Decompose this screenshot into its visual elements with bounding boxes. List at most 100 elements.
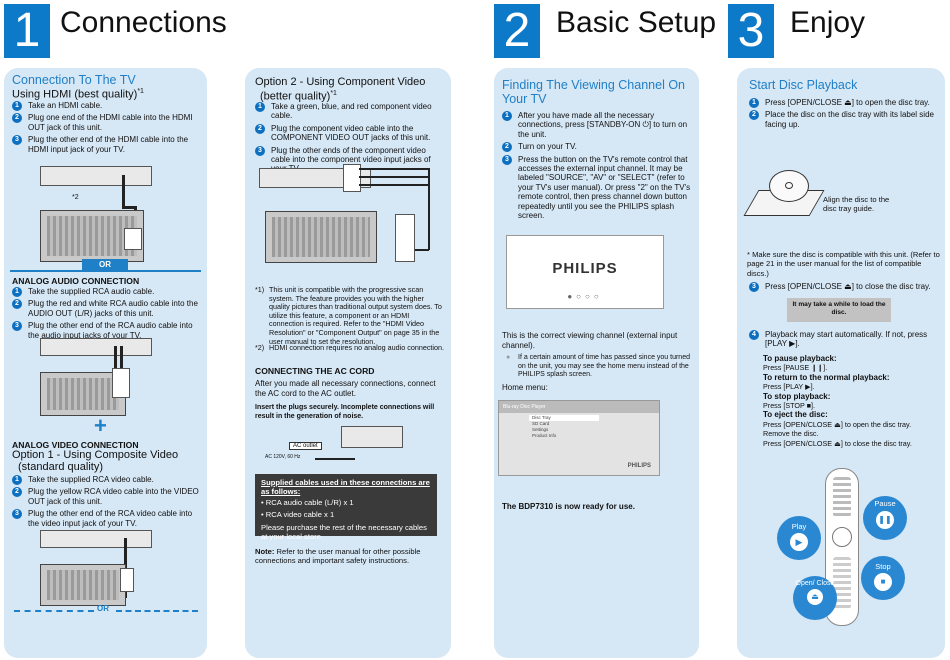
list-item[interactable]: SD Card bbox=[532, 421, 550, 426]
stop-button[interactable]: Stop■ bbox=[861, 556, 905, 600]
home-menu-screenshot: Blu-ray Disc Player Disc Tray SD Card Se… bbox=[498, 400, 660, 476]
list-item[interactable]: Disc Tray bbox=[529, 415, 599, 421]
ac-spec-label: AC 120V, 60 Hz bbox=[265, 454, 301, 460]
eject-desc: Press [OPEN/CLOSE ⏏] to open the disc tr… bbox=[763, 419, 912, 429]
component-title: Option 2 - Using Component Video(better … bbox=[255, 76, 426, 103]
ac-cord-warning: Insert the plugs securely. Incomplete co… bbox=[255, 404, 435, 420]
divider-line bbox=[10, 270, 201, 272]
disc-playback-heading: Start Disc Playback bbox=[749, 78, 858, 92]
component-cable bbox=[359, 184, 429, 186]
hdmi-cable bbox=[122, 175, 125, 207]
loading-dots-icon: ●○○○ bbox=[567, 292, 603, 301]
stop-desc: Press [STOP ■]. bbox=[763, 401, 816, 411]
viewing-channel-heading: Finding The Viewing Channel On Your TV bbox=[502, 78, 685, 106]
home-menu-note: ●If a certain amount of time has passed … bbox=[506, 354, 690, 379]
tv-illustration bbox=[265, 211, 377, 263]
panel-connection-to-tv: Connection To The TV Using HDMI (best qu… bbox=[4, 68, 207, 658]
compatibility-note: * Make sure the disc is compatible with … bbox=[747, 250, 940, 278]
eject-icon: ⏏ bbox=[807, 589, 823, 605]
pause-desc: Press [PAUSE ❙❙]. bbox=[763, 363, 828, 373]
ac-outlet-label: AC outlet bbox=[289, 442, 322, 450]
normal-title: To return to the normal playback: bbox=[763, 372, 890, 382]
tv-component-jacks bbox=[395, 214, 415, 262]
ready-text: The BDP7310 is now ready for use. bbox=[502, 502, 635, 511]
component-cable bbox=[428, 168, 430, 250]
panel-component-video: Option 2 - Using Component Video(better … bbox=[245, 68, 451, 658]
analog-video-title: ANALOG VIDEO CONNECTION bbox=[12, 440, 139, 450]
player-device bbox=[40, 530, 152, 548]
pause-button[interactable]: Pause❚❚ bbox=[863, 496, 907, 540]
home-menu-header: Blu-ray Disc Player bbox=[499, 401, 659, 413]
play-button[interactable]: Play▶ bbox=[777, 516, 821, 560]
player-device bbox=[40, 338, 152, 356]
dashed-divider bbox=[14, 610, 94, 612]
tv-illustration bbox=[40, 564, 126, 606]
eject-desc: Press [OPEN/CLOSE ⏏] to close the disc t… bbox=[763, 438, 912, 448]
player-device bbox=[341, 426, 403, 448]
list-item: • RCA audio cable (L/R) x 1 bbox=[261, 498, 354, 507]
loading-note-box: It may take a while to load the disc. bbox=[787, 298, 891, 322]
composite-title: Option 1 - Using Composite Video(standar… bbox=[12, 449, 179, 473]
list-item[interactable]: Settings bbox=[532, 427, 549, 432]
hdmi-footnote-mark: *1 bbox=[137, 88, 144, 95]
open-close-button[interactable]: Open/ Close⏏ bbox=[793, 576, 837, 620]
video-jack bbox=[120, 568, 134, 592]
list-item[interactable]: Product Info bbox=[532, 433, 557, 438]
plus-icon: + bbox=[94, 413, 107, 438]
supplied-footer: Please purchase the rest of the necessar… bbox=[261, 523, 427, 541]
stop-icon: ■ bbox=[874, 573, 892, 591]
hdmi-jack bbox=[124, 228, 142, 250]
section-title-basic-setup: Basic Setup bbox=[556, 6, 717, 39]
supplied-title: Supplied cables used in these connection… bbox=[261, 478, 430, 496]
playback-controls-help: To pause playback: Press [PAUSE ❙❙]. To … bbox=[763, 354, 939, 448]
section-title-enjoy: Enjoy bbox=[790, 6, 866, 39]
component-cable bbox=[415, 249, 429, 251]
section-number-3: 3 bbox=[728, 4, 774, 58]
player-device bbox=[40, 166, 152, 186]
dashed-divider bbox=[116, 610, 198, 612]
connection-heading: Connection To The TV bbox=[12, 73, 136, 87]
section-number-1: 1 bbox=[4, 4, 50, 58]
play-icon: ▶ bbox=[790, 533, 808, 551]
home-menu-logo: PHILIPS bbox=[627, 463, 651, 469]
audio-jack bbox=[112, 368, 130, 398]
supplied-cables-box: Supplied cables used in these connection… bbox=[255, 474, 437, 541]
philips-logo: PHILIPS bbox=[552, 260, 618, 277]
list-item: • RCA video cable x 1 bbox=[261, 510, 335, 519]
analog-audio-title: ANALOG AUDIO CONNECTION bbox=[12, 276, 140, 286]
philips-splash-screen: PHILIPS ●○○○ bbox=[506, 235, 664, 309]
ac-cord-title: CONNECTING THE AC CORD bbox=[255, 366, 375, 376]
footnote-1: *1)This unit is compatible with the prog… bbox=[255, 285, 442, 346]
hdmi-footnote: *2 bbox=[72, 194, 79, 201]
note-text: Note: Refer to the user manual for other… bbox=[255, 547, 421, 565]
component-footnote-mark: *1 bbox=[330, 90, 337, 97]
component-cable bbox=[359, 176, 429, 178]
or-divider: OR bbox=[82, 259, 128, 271]
correct-channel-text: This is the correct viewing channel (ext… bbox=[502, 331, 678, 350]
section-number-2: 2 bbox=[494, 4, 540, 58]
